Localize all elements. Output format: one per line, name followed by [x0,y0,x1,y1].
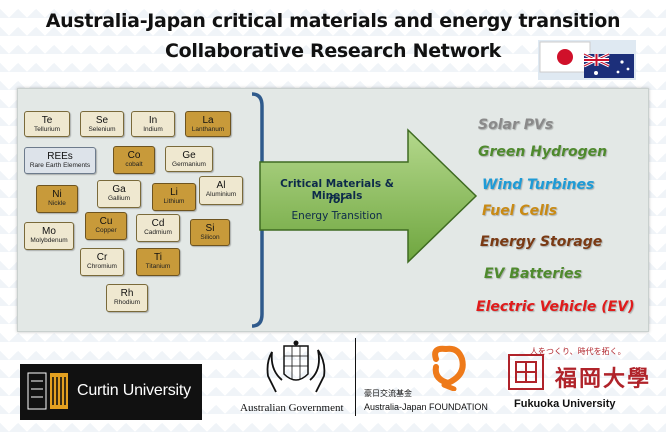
fukuoka-slogan: 人をつくり、時代を拓く。 [530,347,626,356]
arrow-label-line-1: Critical Materials & Minerals [280,178,394,202]
arrow-label-line-3: Energy Transition [291,210,383,222]
application-fuel-cells: Fuel Cells [482,203,558,219]
application-ev-batteries: EV Batteries [484,266,582,282]
fukuoka-university-seal-icon [508,354,544,390]
fukuoka-university-label: Fukuoka University [514,398,616,410]
australia-japan-foundation-label: Australia-Japan FOUNDATION [364,402,488,412]
japan-foundation-japanese-label: 豪日交流基金 [364,389,412,398]
fukuoka-japanese-logo: 福岡大學 [555,366,652,392]
japan-australia-flags-image [538,40,636,80]
logo-divider [355,338,356,416]
application-solar-pvs: Solar PVs [478,117,554,133]
transition-arrow [259,128,478,264]
curtin-wordmark: Curtin University [77,382,191,399]
title-line-1: Australia-Japan critical materials and e… [45,10,621,32]
application-green-hydrogen: Green Hydrogen [478,144,608,160]
application-electric-vehicle: Electric Vehicle (EV) [476,299,635,315]
application-energy-storage: Energy Storage [480,234,603,250]
application-wind-turbines: Wind Turbines [482,177,595,193]
arrow-label-line-2: for [328,194,346,206]
australia-japan-foundation-icon [432,345,466,391]
australian-government-label: Australian Government [240,402,344,414]
curtin-crest-icon [27,372,68,410]
title-line-2: Collaborative Research Network [165,40,501,62]
australian-government-crest-icon [266,340,326,393]
